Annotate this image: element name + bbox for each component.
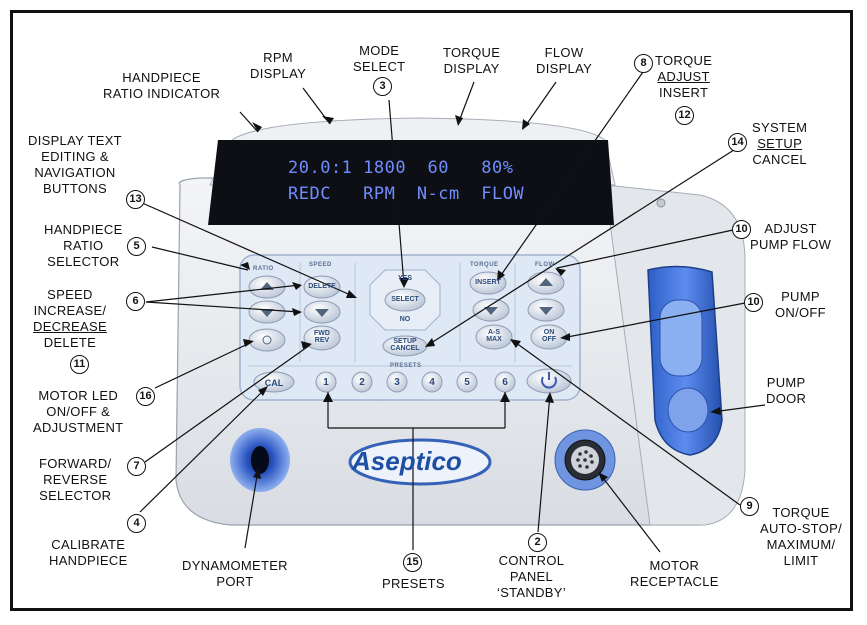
preset-4-button[interactable]: 4: [429, 377, 435, 388]
callout-9: 9: [740, 497, 759, 516]
preset-6-button[interactable]: 6: [502, 377, 508, 388]
callout-14: 14: [728, 133, 747, 152]
lcd-row-2: REDC RPM N-cm FLOW: [288, 184, 525, 204]
callout-6: 6: [126, 292, 145, 311]
callout-2: 2: [528, 533, 547, 552]
preset-3-button[interactable]: 3: [394, 377, 400, 388]
callout-10b: 10: [744, 293, 763, 312]
aseptico-logo: Aseptico: [352, 446, 462, 476]
diagram-border: [10, 10, 853, 611]
no-button[interactable]: NO: [399, 316, 411, 323]
callout-8: 8: [634, 54, 653, 73]
preset-1-button[interactable]: 1: [323, 377, 329, 388]
callout-12: 12: [675, 106, 694, 125]
torque-title: TORQUE: [470, 262, 499, 268]
flow-title: FLOW: [535, 262, 555, 268]
label-presets: PRESETS: [382, 576, 445, 591]
callout-4: 4: [127, 514, 146, 533]
callout-13: 13: [126, 190, 145, 209]
lcd-row-1: 20.0:1 1800 60 80%: [288, 158, 514, 178]
callout-3: 3: [373, 77, 392, 96]
preset-5-button[interactable]: 5: [464, 377, 470, 388]
presets-title: PRESETS: [390, 363, 422, 369]
select-button[interactable]: SELECT: [391, 296, 419, 303]
preset-2-button[interactable]: 2: [359, 377, 365, 388]
yes-button[interactable]: YES: [397, 275, 412, 282]
callout-10a: 10: [732, 220, 751, 239]
callout-16: 16: [136, 387, 155, 406]
speed-title: SPEED: [309, 262, 332, 268]
callout-5: 5: [127, 237, 146, 256]
cal-button[interactable]: CAL: [264, 378, 284, 388]
callout-7: 7: [127, 457, 146, 476]
delete-button[interactable]: DELETE: [308, 283, 336, 290]
callout-15: 15: [403, 553, 422, 572]
ratio-title: RATIO: [253, 266, 274, 272]
display-screen: [208, 140, 614, 225]
callout-11: 11: [70, 355, 89, 374]
insert-button[interactable]: INSERT: [475, 279, 501, 286]
